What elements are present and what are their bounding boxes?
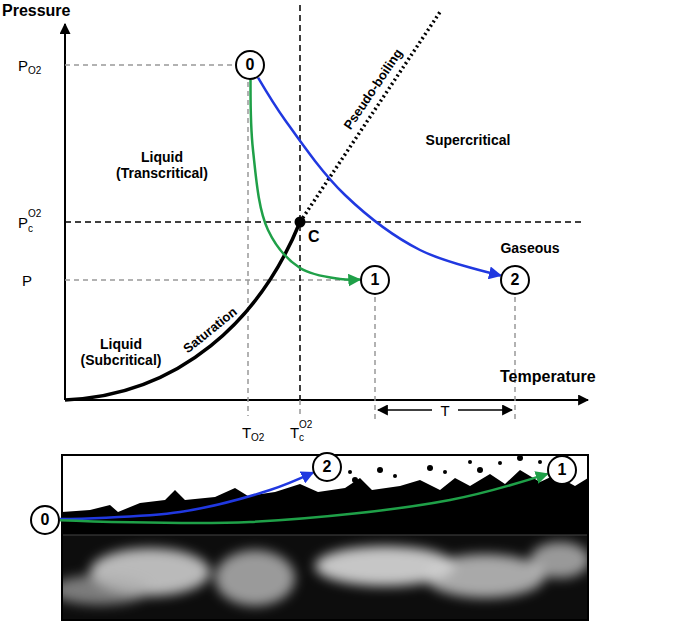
pressure-axis — [64, 24, 66, 400]
axis-or-region-label: P — [22, 273, 32, 288]
state-circle: 1 — [547, 455, 577, 485]
range-arrow — [458, 409, 512, 411]
droplet — [393, 474, 397, 478]
axis-or-region-label: T — [440, 403, 449, 418]
droplets — [348, 455, 582, 497]
guide-line — [65, 64, 233, 66]
guide-line — [374, 297, 376, 420]
droplet — [348, 470, 352, 474]
axis-or-region-label: Gaseous — [500, 241, 559, 255]
axis-or-region-label: Supercritical — [426, 133, 511, 147]
state-number: 2 — [511, 272, 520, 288]
state-circle: 0 — [30, 505, 60, 535]
curve-label: Pseudo-boiling — [341, 46, 404, 131]
symbol-index: O2 — [251, 433, 264, 443]
plume-patch — [425, 554, 545, 598]
axis-or-region-label: T — [242, 425, 251, 440]
droplet — [578, 493, 582, 497]
plume-patch — [62, 575, 150, 605]
guide-line — [65, 279, 358, 281]
temperature-axis — [65, 399, 588, 401]
state-number: 1 — [558, 462, 567, 478]
plume-patch — [530, 542, 588, 578]
axis-or-region-label: Liquid (Subcritical) — [66, 336, 176, 368]
state-number: 2 — [323, 459, 332, 475]
state-number: 1 — [371, 272, 380, 288]
process-path-arrow — [60, 474, 548, 523]
guide-line — [247, 82, 249, 416]
symbol-index: O2 — [299, 420, 312, 430]
axis-or-region-label: P — [18, 215, 28, 230]
plume-patch — [215, 550, 295, 606]
state-circle: 1 — [360, 265, 390, 295]
symbol-index: O2 — [28, 209, 41, 219]
critical-temperature-line — [299, 5, 301, 400]
process-path-arrow — [251, 80, 360, 280]
state-number: 0 — [246, 57, 255, 73]
critical-point — [295, 217, 306, 228]
droplet — [352, 477, 358, 483]
droplet — [443, 470, 447, 474]
symbol-index: O2 — [28, 66, 41, 76]
droplet — [427, 465, 433, 471]
droplet — [498, 461, 502, 465]
guide-line — [514, 297, 516, 420]
state-circle: 2 — [312, 452, 342, 482]
droplet — [377, 467, 383, 473]
jet-photo — [62, 535, 588, 620]
jet-plume — [62, 542, 588, 606]
panel-divider — [62, 535, 588, 536]
state-circle: 2 — [500, 265, 530, 295]
droplet — [468, 460, 472, 464]
process-path-arrow — [258, 78, 501, 276]
symbol-index: c — [28, 224, 33, 234]
pseudo-boiling-line — [300, 12, 440, 222]
saturation-curve — [65, 222, 300, 400]
axis-or-region-label: Pressure — [2, 3, 71, 19]
axis-or-region-label: T — [290, 425, 299, 440]
state-circle: 0 — [235, 50, 265, 80]
range-arrow — [378, 409, 432, 411]
droplet — [477, 467, 483, 473]
axis-or-region-label: Liquid (Transcritical) — [102, 149, 222, 181]
symbol-index: c — [299, 433, 304, 443]
axis-or-region-label: P — [18, 58, 28, 73]
axis-or-region-label: Temperature — [500, 369, 596, 385]
process-path-arrow — [60, 473, 313, 519]
state-number: 0 — [41, 512, 50, 528]
droplet — [538, 460, 542, 464]
guide-line — [299, 400, 301, 416]
axis-or-region-label: C — [308, 229, 320, 245]
critical-pressure-line — [65, 221, 585, 223]
